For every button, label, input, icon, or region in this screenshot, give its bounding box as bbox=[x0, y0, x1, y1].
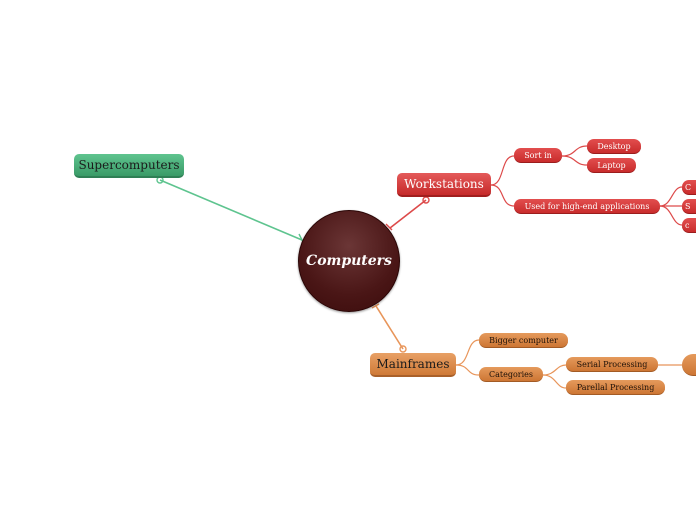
subtopic-serial-child[interactable] bbox=[682, 354, 696, 376]
connector-dot bbox=[399, 345, 407, 353]
subtopic-label: Categories bbox=[489, 369, 533, 379]
connector-high-end-c1 bbox=[659, 186, 683, 207]
connector-dot bbox=[422, 196, 430, 204]
topic-workstations[interactable]: Workstations bbox=[397, 173, 491, 197]
connector-supercomputers bbox=[159, 179, 303, 241]
subtopic-high-end-child-3[interactable]: c bbox=[682, 218, 696, 233]
topic-mainframes[interactable]: Mainframes bbox=[370, 353, 456, 377]
subtopic-label: Parellal Processing bbox=[576, 382, 655, 392]
subtopic-label: Desktop bbox=[597, 141, 631, 151]
connector-tick bbox=[385, 223, 393, 231]
subtopic-label: c bbox=[685, 220, 690, 230]
connector-tick bbox=[371, 303, 380, 309]
subtopic-high-end-child-2[interactable]: S bbox=[682, 199, 696, 214]
central-topic-label: Computers bbox=[306, 253, 392, 269]
connector-high-end-c3 bbox=[659, 205, 683, 226]
subtopic-categories[interactable]: Categories bbox=[479, 367, 543, 382]
connector-workstations bbox=[389, 199, 427, 229]
subtopic-high-end-applications[interactable]: Used for high-end applications bbox=[514, 199, 660, 214]
subtopic-desktop[interactable]: Desktop bbox=[587, 139, 641, 154]
subtopic-serial-processing[interactable]: Serial Processing bbox=[566, 357, 658, 372]
topic-label: Mainframes bbox=[376, 357, 450, 371]
subtopic-label: C bbox=[685, 182, 692, 192]
subtopic-sort-in[interactable]: Sort in bbox=[514, 148, 562, 163]
connector-mainframes bbox=[375, 305, 404, 350]
subtopic-label: Used for high-end applications bbox=[524, 201, 650, 211]
subtopic-label: Sort in bbox=[524, 150, 552, 160]
subtopic-bigger-computer[interactable]: Bigger computer bbox=[479, 333, 568, 348]
connector-desktop bbox=[561, 145, 588, 157]
central-topic-computers[interactable]: Computers bbox=[298, 210, 400, 312]
connector-parallel bbox=[542, 374, 567, 389]
subtopic-label: Serial Processing bbox=[576, 359, 648, 369]
connector-sort-in bbox=[490, 155, 515, 186]
subtopic-label: S bbox=[685, 201, 691, 211]
topic-label: Supercomputers bbox=[78, 158, 180, 172]
topic-supercomputers[interactable]: Supercomputers bbox=[74, 154, 184, 178]
connector-serial bbox=[542, 364, 567, 376]
connector-bigger bbox=[455, 339, 480, 366]
connector-categories bbox=[455, 364, 480, 376]
connector-laptop bbox=[561, 155, 588, 166]
subtopic-parellal-processing[interactable]: Parellal Processing bbox=[566, 380, 665, 395]
subtopic-label: Bigger computer bbox=[489, 335, 558, 345]
subtopic-laptop[interactable]: Laptop bbox=[587, 158, 636, 173]
connector-high-end bbox=[490, 184, 515, 207]
subtopic-label: Laptop bbox=[597, 160, 626, 170]
subtopic-high-end-child-1[interactable]: C bbox=[682, 180, 696, 195]
topic-label: Workstations bbox=[404, 177, 484, 191]
